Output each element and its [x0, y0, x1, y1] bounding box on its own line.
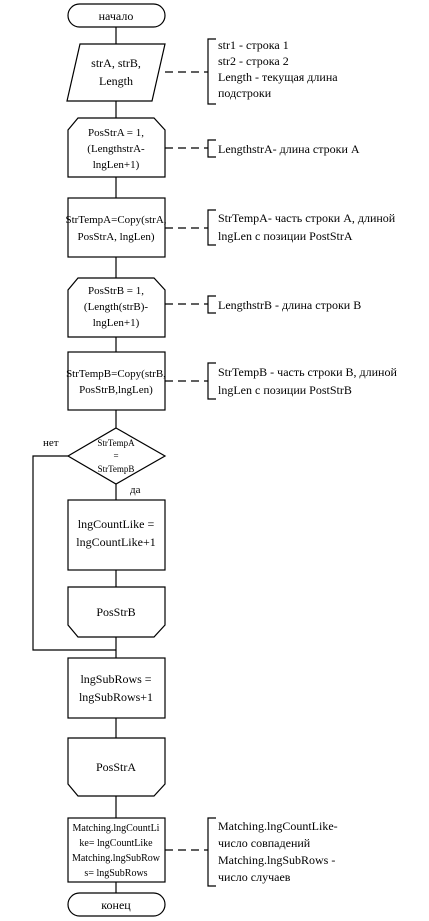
output-note-line-3: Matching.lngSubRows - [218, 853, 335, 867]
decision-line-2: = [113, 451, 118, 461]
decision-line-3: StrTempB [98, 464, 135, 474]
count-like-line-2: lngCountLike+1 [76, 535, 155, 549]
end-terminator: конец [67, 892, 166, 917]
decision: StrTempA = StrTempB [66, 427, 167, 485]
copy-a-note: StrTempA- часть строки A, длиной lngLen … [218, 211, 396, 243]
loop-b-end: PosStrB [67, 586, 166, 638]
loop-b-start: PosStrB = 1, (Length(strB)- lngLen+1) [67, 277, 166, 338]
copy-a-note-line-2: lngLen с позиции PostStrA [218, 229, 353, 243]
loop-a-note-line-1: LengthstrA- длина строки A [218, 142, 360, 156]
loop-b-line-1: PosStrB = 1, [88, 285, 144, 297]
sub-rows-line-1: lngSubRows = [80, 672, 151, 686]
output-line-2: ke= lngCountLike [79, 838, 153, 849]
start-terminator: начало [67, 3, 166, 28]
output-note-line-1: Matching.lngCountLike- [218, 819, 338, 833]
copy-b-line-1: StrTempB=Copy(strB, [66, 368, 166, 380]
count-like-line-1: lngCountLike = [78, 517, 155, 531]
loop-b-line-2: (Length(strB)- [84, 301, 148, 313]
input-note-line-3: Length - текущая длина [218, 70, 338, 84]
start-label: начало [99, 9, 134, 23]
loop-a-line-1: PosStrA = 1, [88, 127, 144, 139]
yes-branch-label: да [130, 484, 141, 496]
loop-a-start: PosStrA = 1, (LengthstrA- lngLen+1) [67, 117, 166, 178]
input-line-1: strA, strB, [91, 56, 141, 70]
annotation-leaders [165, 38, 216, 887]
copy-b-note-line-1: StrTempB - часть строки B, длиной [218, 365, 397, 379]
input-note-line-2: str2 - строка 2 [218, 54, 289, 68]
copy-a-process: StrTempA=Copy(strA, PosStrA, lngLen) [65, 197, 167, 258]
loop-a-line-2: (LengthstrA- [87, 143, 145, 155]
count-like-process: lngCountLike = lngCountLike+1 [67, 499, 166, 571]
end-label: конец [101, 898, 131, 912]
sub-rows-line-2: lngSubRows+1 [79, 690, 153, 704]
no-branch-label: нет [43, 437, 59, 449]
connectors [32, 27, 117, 893]
sub-rows-process: lngSubRows = lngSubRows+1 [67, 657, 166, 719]
loop-a-end-label: PosStrA [96, 760, 136, 774]
input-note-line-4: подстроки [218, 86, 272, 100]
output-line-3: Matching.lngSubRow [72, 853, 161, 864]
output-note-line-4: число случаев [218, 870, 291, 884]
input-block: strA, strB, Length [66, 43, 166, 102]
copy-a-note-line-1: StrTempA- часть строки A, длиной [218, 211, 396, 225]
copy-b-line-2: PosStrB,lngLen) [79, 384, 153, 396]
output-block: Matching.lngCountLi ke= lngCountLike Mat… [67, 817, 166, 883]
input-note: str1 - строка 1 str2 - строка 2 Length -… [218, 38, 338, 100]
output-line-4: s= lngSubRows [84, 868, 147, 879]
copy-b-process: StrTempB=Copy(strB, PosStrB,lngLen) [66, 351, 166, 411]
loop-a-note: LengthstrA- длина строки A [218, 142, 360, 156]
input-line-2: Length [99, 74, 133, 88]
loop-b-line-3: lngLen+1) [93, 317, 140, 329]
output-line-1: Matching.lngCountLi [73, 823, 160, 834]
output-note: Matching.lngCountLike- число совпадений … [218, 819, 338, 884]
loop-b-note: LengthstrB - длина строки B [218, 298, 361, 312]
loop-b-end-label: PosStrB [96, 605, 135, 619]
decision-line-1: StrTempA [97, 438, 135, 448]
input-note-line-1: str1 - строка 1 [218, 38, 289, 52]
loop-b-note-line-1: LengthstrB - длина строки B [218, 298, 361, 312]
copy-a-line-2: PosStrA, lngLen) [78, 231, 155, 243]
copy-a-line-1: StrTempA=Copy(strA, [65, 214, 166, 226]
copy-b-note-line-2: lngLen с позиции PostStrB [218, 383, 352, 397]
output-note-line-2: число совпадений [218, 836, 311, 850]
copy-b-note: StrTempB - часть строки B, длиной lngLen… [218, 365, 397, 397]
loop-a-line-3: lngLen+1) [93, 159, 140, 171]
loop-a-end: PosStrA [67, 737, 166, 797]
